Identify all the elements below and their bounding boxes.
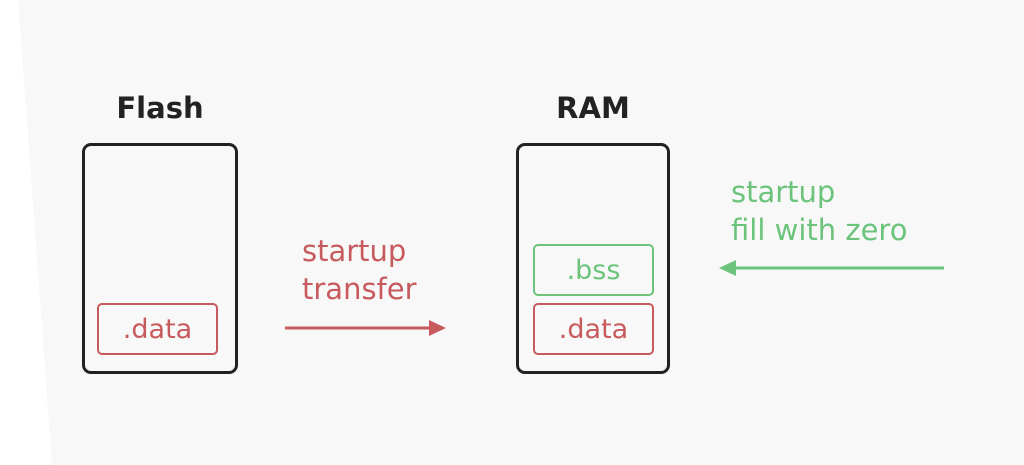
zero-fill-note-line2: fill with zero <box>731 213 908 247</box>
zero-fill-note: startup fill with zero <box>731 173 907 249</box>
flash-title: Flash <box>116 91 204 125</box>
transfer-note-line1: startup <box>302 234 407 268</box>
transfer-note: startup transfer <box>302 232 417 308</box>
flash-data-section: .data <box>97 303 218 355</box>
flash-box <box>82 143 238 374</box>
zero-fill-note-line1: startup <box>731 175 836 209</box>
ram-title: RAM <box>556 91 630 125</box>
ram-box <box>516 143 670 374</box>
ram-bss-section: .bss <box>533 244 654 296</box>
transfer-note-line2: transfer <box>302 272 417 306</box>
ram-data-section: .data <box>533 303 654 355</box>
